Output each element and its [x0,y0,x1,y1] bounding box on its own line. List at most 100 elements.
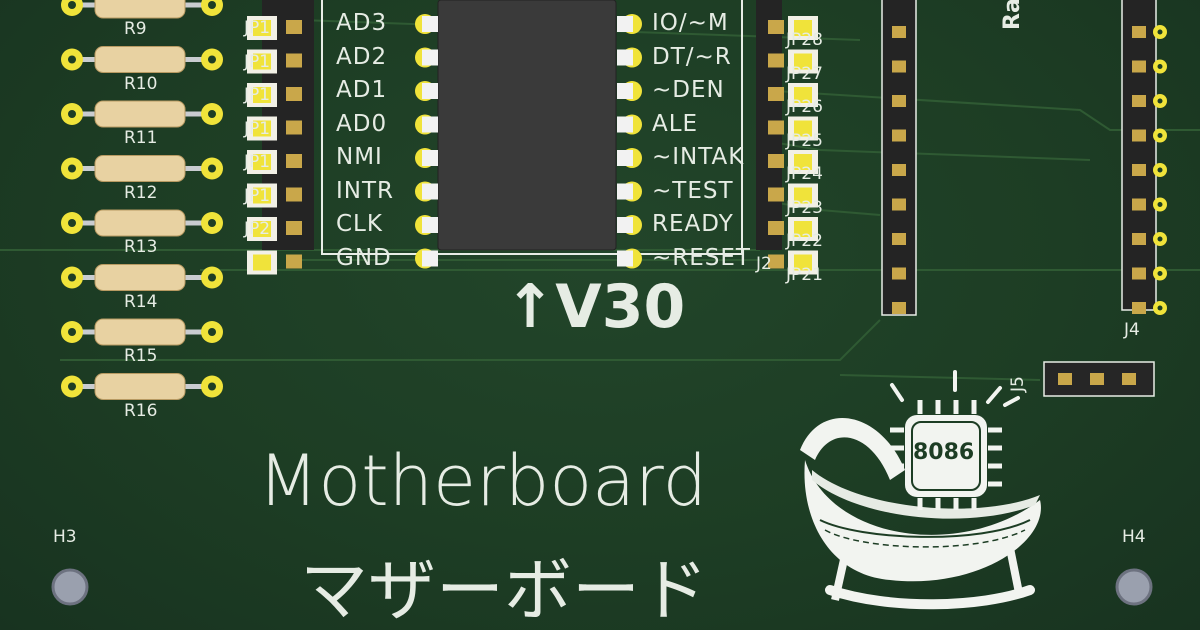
chip-pin [617,49,633,66]
header-pad-hole [1157,202,1163,207]
header-pin [286,53,302,68]
chip-left-pin-label: AD0 [336,110,388,137]
resistor-pad-hole [208,164,216,173]
left-jumper-label: JP1 [244,85,271,105]
header-pin [286,20,302,34]
header-pin [1132,302,1146,314]
header-pad-hole [1157,271,1163,276]
chip-pin [617,116,633,133]
title-english: Motherboard [258,440,708,522]
chip-left-pin-label: AD2 [336,43,388,70]
header-pin [286,254,302,269]
resistor-pad-hole [68,328,76,336]
left-jumper-label: JP1 [244,185,271,206]
header-pin [892,26,906,38]
chip-right-pin-label: DT/~R [652,43,732,70]
header-pin [768,154,784,168]
header-pin [1058,373,1072,385]
header-pad-hole [1157,133,1163,138]
jumper-pad-fill [253,221,271,237]
jumper-pad-fill [253,53,271,70]
resistor-body [94,0,186,19]
header-pin [768,53,784,68]
resistor-label: R10 [124,73,158,94]
chip-pin [422,217,438,233]
left-jumper-label: JP1 [244,118,271,139]
right-jumper-label: JP27 [786,63,823,84]
component-layer [61,0,1167,400]
chip-right-pin-label: READY [652,211,734,237]
resistor-pad-hole [68,110,76,118]
chip-pin [422,16,438,32]
header-pin [1132,60,1146,73]
chip-pin [422,183,438,200]
header-pin [768,221,784,235]
header-pin [1132,267,1146,280]
raspberry-header-right [1121,0,1157,311]
header-pad-hole [1157,98,1163,104]
chip-pin [422,116,438,133]
header-pin [1090,373,1104,385]
logo-chip-text: 8086 [913,440,975,465]
header-pin [768,87,784,101]
resistor-label: R9 [124,19,147,39]
header-pin [892,233,906,245]
mounting-hole-h4 [1115,568,1153,606]
jumper-pad-fill [794,120,812,137]
right-jumper-label: JP23 [786,197,823,218]
left-jumper-label: JP2 [244,219,271,239]
resistor-pad-hole [208,382,216,391]
header-pin [892,95,906,107]
jumper-pad-fill [794,20,812,36]
right-jumper-label: JP24 [786,164,823,184]
header-pin [892,302,906,314]
header-pin [768,254,784,269]
connector-j5-label: J5 [1008,376,1028,392]
header-pad-hole [1157,236,1163,242]
chip-pin [617,217,633,233]
jumper-pad-fill [794,154,812,170]
resistor-pad-hole [68,55,76,64]
header-pad-hole [1157,29,1163,35]
chip-pin [617,83,633,99]
right-jumper-label: JP26 [786,97,823,117]
header-pin [892,164,906,176]
chip-right-pin-label: ~INTAK [652,144,745,170]
raspberry-header-left [881,0,917,316]
header-pin [892,198,906,211]
resistor-pad-hole [68,1,76,9]
chip-pin [422,83,438,99]
resistor-label: R12 [124,182,158,203]
header-pad-hole [1157,305,1163,311]
header-pin [1132,164,1146,176]
raspberry-pi-partial-label: Ra [1000,0,1025,30]
header-pin [768,120,784,135]
left-jumper-label: JP1 [244,51,271,72]
resistor-body [94,264,186,291]
chip-left-pin-label: NMI [336,144,383,170]
right-jumper-label: JP21 [786,264,823,285]
chip-pin [422,250,438,267]
resistor-body [94,373,186,400]
ic-silkscreen-outline [321,0,743,255]
resistor-body [94,209,186,237]
chip-pin [617,16,633,32]
chip-right-pin-label: ~DEN [652,77,725,103]
left-jumper-label: JP1 [244,152,271,172]
title-japanese: マザーボード [300,552,709,630]
resistor-pad-hole [208,1,216,9]
chip-left-pin-label: INTR [336,177,395,204]
resistor-pad-hole [208,273,216,282]
header-pin [1132,233,1146,245]
connector-j2-label: J2 [756,254,772,274]
chip-pin [617,250,633,267]
jumper-pad-fill [253,87,271,103]
resistor-body [94,155,186,182]
header-pin [1132,198,1146,211]
right-jumper-label: JP25 [786,130,823,151]
chip-right-pin-label: ALE [652,110,699,137]
resistor-label: R11 [124,128,158,148]
resistor-body [94,46,186,73]
